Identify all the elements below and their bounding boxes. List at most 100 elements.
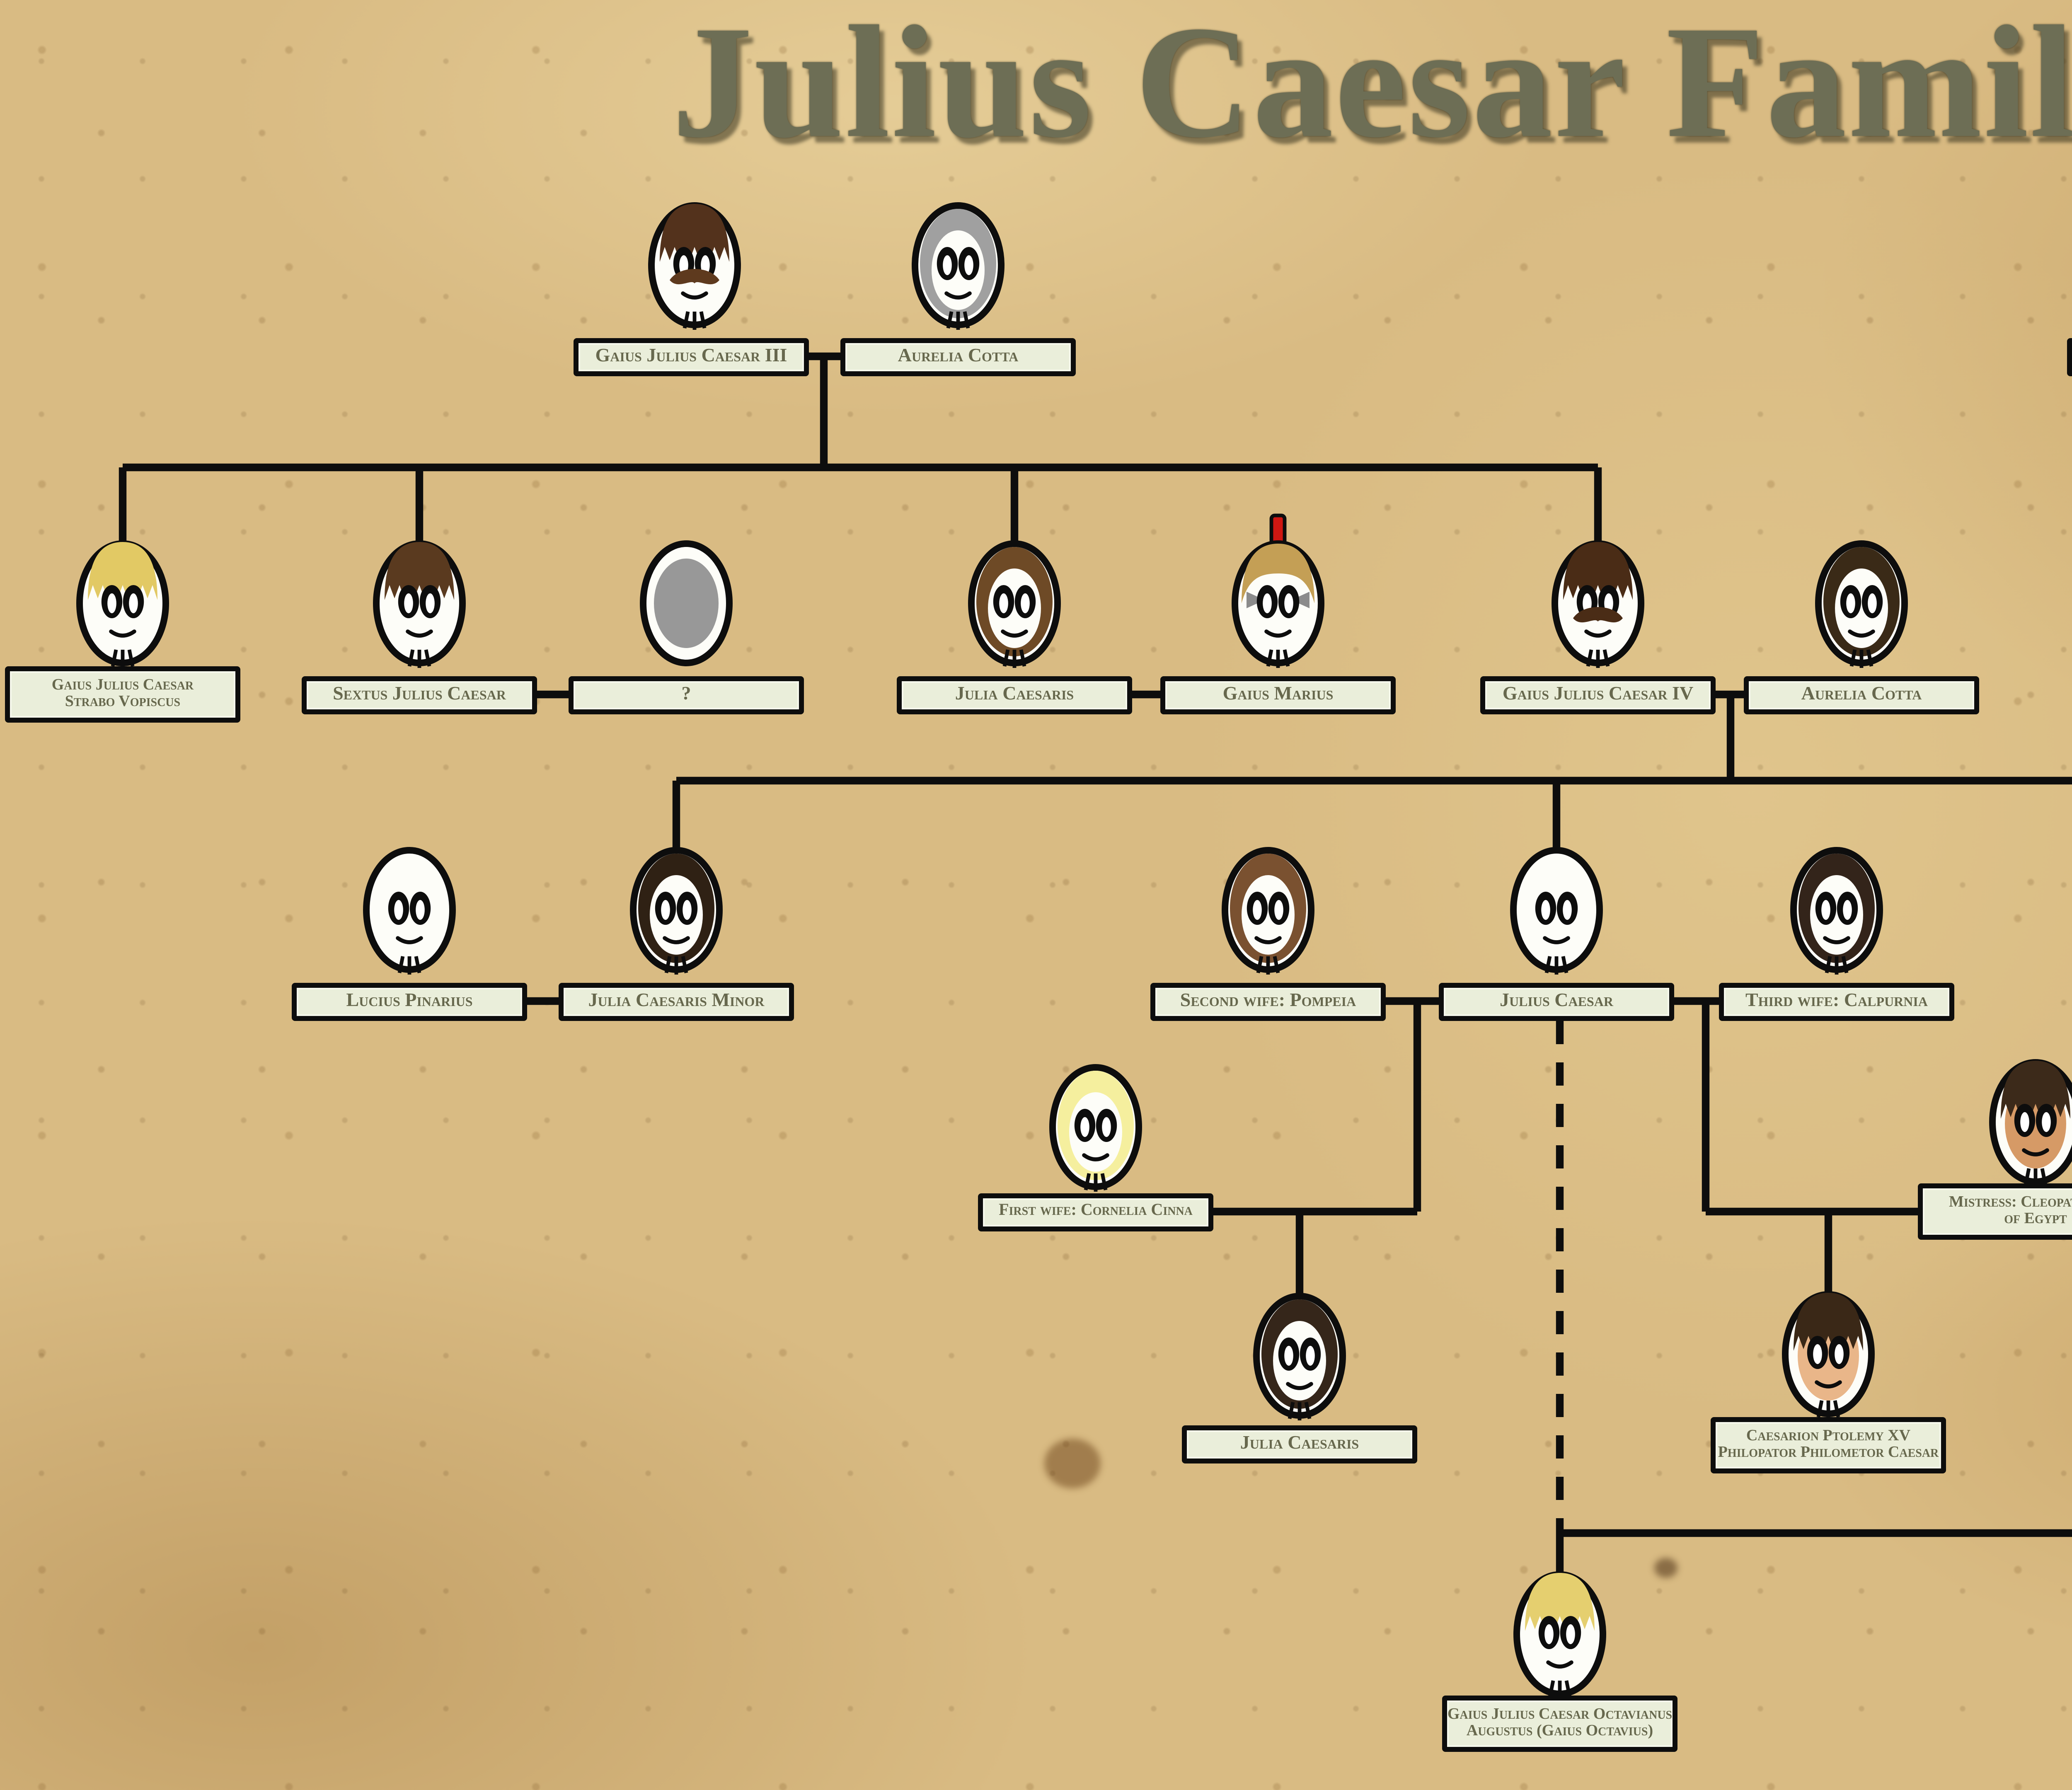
name-plate-caesar-iii: Gaius Julius Caesar III [574, 337, 809, 375]
hair [1525, 1573, 1595, 1631]
diagram-title: Julius Caesar Family Tree [672, 0, 2072, 171]
neck-lines [111, 649, 135, 668]
person-calpurnia [1784, 817, 1890, 983]
smile [1543, 936, 1570, 944]
neck-lines [1825, 956, 1849, 975]
name-plate-caesar-iv: Gaius Julius Caesar IV [1480, 675, 1716, 714]
person-name: Second wife: Pompeia [1180, 991, 1356, 1011]
smile [1254, 936, 1282, 944]
smile [1823, 936, 1850, 944]
neck-lines [1266, 649, 1290, 668]
name-plate-lucius-pinarius: Lucius Pinarius [292, 982, 527, 1020]
person-julius-caesar [1503, 817, 1610, 983]
person-caesarion [1775, 1261, 1881, 1427]
neck-lines [664, 956, 688, 975]
head-oval [1510, 847, 1603, 973]
person-name: Lucius Pinarius [346, 991, 473, 1011]
neck-lines [1849, 649, 1874, 668]
neck-lines [407, 649, 431, 668]
person-name: ? [681, 684, 691, 704]
smile [1815, 1380, 1842, 1388]
person-name: Julia Caesaris Minor [588, 991, 765, 1011]
name-plate-octavian-augustus: Gaius Julius Caesar Octavianus Augustus … [1442, 1696, 1677, 1752]
neck-lines [1586, 649, 1610, 668]
neck-lines [397, 956, 421, 975]
person-name: Aurelia Cotta [898, 346, 1019, 366]
smile [1546, 1660, 1573, 1669]
hair [660, 204, 729, 262]
name-plate-julia-caesaris-daughter: Julia Caesaris [1182, 1425, 1417, 1463]
name-plate-unknown-spouse-2: ? [569, 675, 804, 714]
name-plate-julius-caesar: Julius Caesar [1439, 982, 1674, 1020]
person-julia-caesaris-daughter [1247, 1263, 1353, 1429]
hair [88, 542, 157, 600]
person-name: Gaius Julius Caesar III [595, 346, 787, 366]
name-plate-aurelia-cotta: Aurelia Cotta [1744, 675, 1979, 714]
person-cleopatra-vii [1982, 1029, 2072, 1195]
name-plate-aurelia-cotta-elder: Aurelia Cotta [840, 337, 1076, 375]
smile [944, 291, 972, 300]
hair [1563, 542, 1633, 600]
person-name: Gaius Julius Caesar Octavianus Augustus … [1447, 1707, 1673, 1740]
neck-lines [683, 311, 707, 330]
person-gaius-marius [1225, 510, 1331, 676]
person-name: Julia Caesaris [955, 684, 1074, 704]
person-julia-caesaris-minor [623, 817, 729, 983]
person-name: First wife: Cornelia Cinna [999, 1201, 1193, 1219]
person-julia-caesaris-aunt [961, 510, 1067, 676]
person-pompeia [1215, 817, 1321, 983]
neck-lines [1002, 649, 1026, 668]
person-name: Julius Caesar [1499, 991, 1613, 1011]
smile [396, 936, 423, 944]
name-plate-julia-caesaris-aunt: Julia Caesaris [897, 675, 1132, 714]
name-plate-caesarion: Caesarion Ptolemy XV Philopator Philomet… [1711, 1417, 1946, 1473]
smile [1584, 629, 1612, 638]
name-plate-strabo-vopiscus: Gaius Julius Caesar Strabo Vopiscus [5, 666, 240, 723]
neck-lines [1256, 956, 1280, 975]
mustache [670, 269, 719, 285]
name-plate-pompeia: Second wife: Pompeia [1150, 982, 1386, 1020]
person-name: Gaius Julius Caesar IV [1502, 684, 1694, 704]
name-plate-lucius-cornelius-cinna: Lucius Cornelius Cinna [2067, 337, 2072, 375]
person-caesar-iii [641, 172, 748, 338]
person-name: Gaius Julius Caesar Strabo Vopiscus [51, 677, 194, 711]
neck-lines [1288, 1402, 1312, 1420]
neck-lines [1544, 956, 1569, 975]
smile [2022, 1148, 2049, 1156]
person-name: Gaius Marius [1222, 684, 1334, 704]
name-plate-sextus-julius-caesar: Sextus Julius Caesar [302, 675, 537, 714]
smile [1082, 1153, 1109, 1161]
person-name: Sextus Julius Caesar [333, 684, 506, 704]
person-octavian-augustus [1507, 1541, 1613, 1707]
parchment-stain [1044, 1439, 1101, 1488]
person-name: Julia Caesaris [1240, 1433, 1359, 1454]
smile [1264, 629, 1292, 638]
name-plate-cornelia-cinna: First wife: Cornelia Cinna [978, 1193, 1213, 1231]
person-caesar-iv [1545, 510, 1651, 676]
person-name: Caesarion Ptolemy XV Philopator Philomet… [1718, 1428, 1939, 1462]
smile [1848, 629, 1875, 638]
name-plate-gaius-marius: Gaius Marius [1160, 675, 1396, 714]
person-unknown-spouse-2 [633, 510, 739, 676]
smile [1001, 629, 1028, 638]
hair [2001, 1061, 2070, 1119]
mustache [1573, 607, 1623, 623]
hair [1794, 1293, 1863, 1351]
person-name: Aurelia Cotta [1801, 684, 1922, 704]
smile [109, 629, 136, 638]
neck-lines [1084, 1173, 1108, 1192]
smile [663, 936, 690, 944]
person-name: Third wife: Calpurnia [1745, 991, 1928, 1011]
name-plate-cleopatra-vii: Mistress: Cleopatra VII of Egypt [1918, 1183, 2072, 1240]
parchment-stain [1654, 1558, 1677, 1578]
helmet [1242, 544, 1314, 603]
smile [1286, 1382, 1313, 1390]
person-lucius-pinarius [356, 817, 462, 983]
hair [385, 542, 454, 600]
head-oval [363, 847, 456, 973]
smile [406, 629, 433, 638]
neck-lines [1816, 1400, 1840, 1419]
person-aurelia-cotta-elder [905, 172, 1011, 338]
